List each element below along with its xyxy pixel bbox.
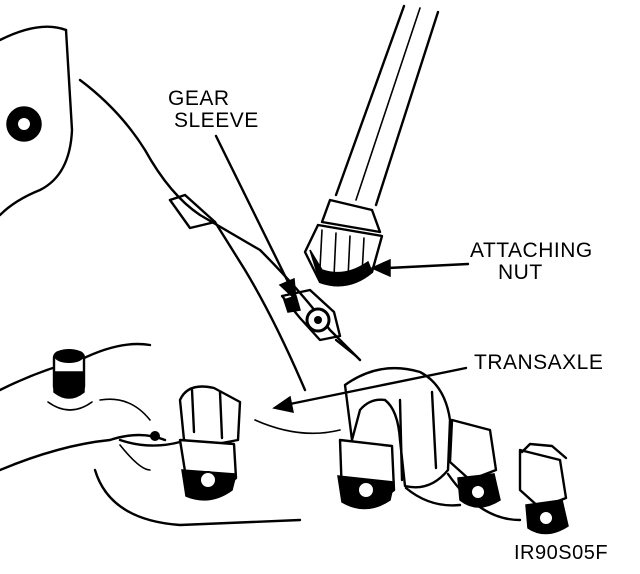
cable-tube-left bbox=[334, 4, 406, 197]
right-housing-edge bbox=[404, 472, 522, 522]
cable-tube-center bbox=[355, 7, 421, 201]
attaching-nut-label: ATTACHING NUT bbox=[470, 240, 593, 284]
gear-sleeve-arrow-icon bbox=[214, 134, 297, 302]
bolt-top-left-icon bbox=[6, 106, 42, 142]
hex-bolt-right-2-icon bbox=[518, 442, 569, 535]
attaching-nut-arrow-icon bbox=[370, 258, 470, 278]
transaxle-notch bbox=[168, 193, 217, 224]
stud-left-icon bbox=[47, 349, 93, 411]
transaxle-lower-ledge bbox=[0, 433, 167, 472]
clamp-bracket-icon bbox=[337, 366, 452, 510]
transaxle-ridge bbox=[168, 198, 307, 392]
gear-sleeve-icon bbox=[280, 288, 358, 358]
transaxle-contour-lines bbox=[99, 398, 341, 471]
hex-bolt-right-1-icon bbox=[448, 418, 501, 508]
attaching-nut-label-line2: NUT bbox=[498, 261, 543, 284]
figure-code: IR90S05F bbox=[514, 542, 609, 564]
transaxle-label: TRANSAXLE bbox=[474, 351, 604, 374]
transaxle-arrow-icon bbox=[272, 366, 468, 413]
transaxle-bottom-edge bbox=[93, 468, 302, 527]
gear-sleeve-label-line2: SLEEVE bbox=[174, 109, 259, 132]
attaching-nut-label-line1: ATTACHING bbox=[470, 239, 593, 262]
housing-upper-edge bbox=[0, 25, 68, 42]
housing-contour bbox=[0, 28, 74, 217]
gear-sleeve-label-line1: GEAR bbox=[168, 87, 230, 110]
attaching-nut-icon bbox=[303, 198, 384, 287]
cable-tube-right bbox=[374, 10, 440, 207]
lever-bracket-icon bbox=[118, 385, 242, 501]
gear-sleeve-label: GEAR SLEEVE bbox=[168, 88, 259, 132]
